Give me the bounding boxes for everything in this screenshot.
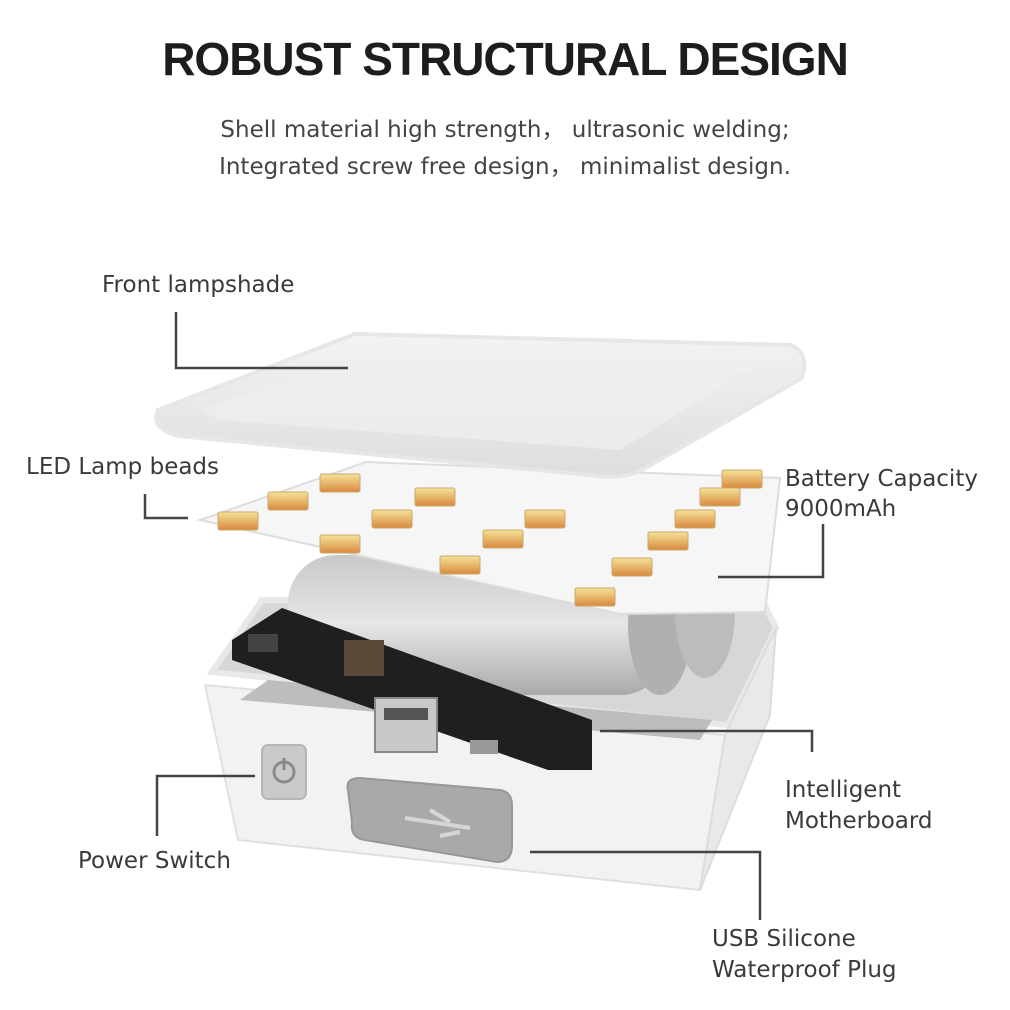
led-bead [267,491,309,511]
leader-led-beads [143,494,188,520]
led-bead [647,531,689,551]
label-front-lampshade: Front lampshade [102,272,295,298]
label-intelligent: Intelligent [785,777,902,803]
led-bead [414,487,456,507]
led-bead [699,487,741,507]
subtitle-line-1: Shell material high strength， ultrasonic… [220,117,790,143]
label-power-switch: Power Switch [78,848,231,874]
leader-motherboard [600,729,814,752]
led-bead [371,509,413,529]
led-bead [482,529,524,549]
led-bead [611,557,653,577]
led-bead [217,511,259,531]
motherboard-pcb [232,608,592,770]
led-bead [439,555,481,575]
front-lampshade [154,331,807,479]
label-led-lamp-beads: LED Lamp beads [26,454,220,480]
leader-usb [530,850,762,920]
leader-front-lampshade [174,312,348,370]
led-bead [674,509,716,529]
label-waterproof-plug: Waterproof Plug [712,957,897,983]
subtitle-line-2: Integrated screw free design， minimalist… [219,154,791,180]
led-bead [319,534,361,554]
label-usb-silicone: USB Silicone [712,926,856,952]
power-button[interactable] [261,744,307,800]
label-battery-capacity: Battery Capacity [785,466,978,492]
led-bead [319,473,361,493]
leader-power-switch [155,774,255,836]
led-beads-group [217,469,763,607]
page-title: ROBUST STRUCTURAL DESIGN [162,33,849,85]
led-bead [524,509,566,529]
led-bead [574,587,616,607]
usb-silicone-plug[interactable] [346,776,513,864]
label-motherboard: Motherboard [785,808,933,834]
label-battery-value: 9000mAh [785,496,897,522]
leader-lines [143,312,825,920]
leader-battery [718,524,825,579]
led-bead [721,469,763,489]
